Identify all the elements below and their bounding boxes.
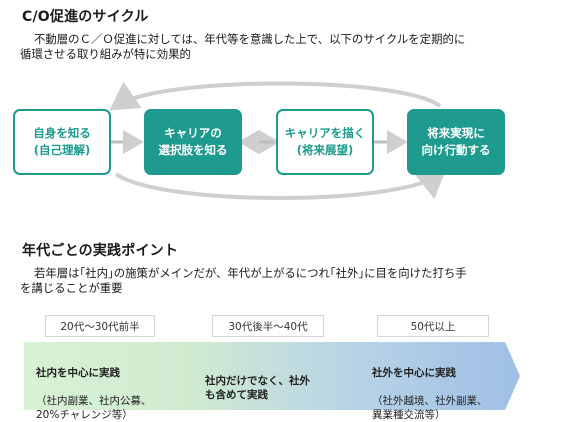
age-group-label-middle: 30代後半〜40代 <box>212 315 324 337</box>
cycle-return-arrow-bottom <box>114 169 447 200</box>
age-group-label-young: 20代〜30代前半 <box>45 315 155 337</box>
section-title-cycle: C/O促進のサイクル <box>22 9 149 25</box>
stage-external: 社外を中心に実践 （社外越境、社外副業、 異業種交流等） <box>372 352 512 422</box>
cycle-step-career-options: キャリアの 選択肢を知る <box>144 109 242 175</box>
stage-external-title: 社外を中心に実践 <box>372 367 456 379</box>
stage-internal-and-external-title: 社内だけでなく、社外 も含めて実践 <box>205 375 310 401</box>
section-title-age-points: 年代ごとの実践ポイント <box>22 243 179 259</box>
cycle-step-self-understanding: 自身を知る (自己理解) <box>13 109 111 175</box>
cycle-step-career-vision: キャリアを描く (将来展望) <box>276 109 374 175</box>
cycle-return-arrow-top <box>109 81 442 111</box>
banner-arrow-shape <box>24 342 520 410</box>
stage-internal-detail: （社内副業、社内公募、 20%チャレンジ等） <box>36 395 152 421</box>
section-description-cycle: 不動層のＣ／Ｏ促進に対しては、年代等を意識した上で、以下のサイクルを定期的に 循… <box>20 32 466 61</box>
cycle-step-take-action: 将来実現に 向け行動する <box>407 109 505 175</box>
age-group-label-senior: 50代以上 <box>377 315 489 337</box>
stage-internal-title: 社内を中心に実践 <box>36 367 120 379</box>
stage-internal: 社内を中心に実践 （社内副業、社内公募、 20%チャレンジ等） <box>36 352 206 422</box>
section-description-age-points: 若年層は｢社内｣の施策がメインだが、年代が上がるにつれ｢社外｣に目を向けた打ち手… <box>20 266 467 295</box>
stage-external-detail: （社外越境、社外副業、 異業種交流等） <box>372 395 488 421</box>
stage-internal-and-external: 社内だけでなく、社外 も含めて実践 <box>205 360 345 402</box>
